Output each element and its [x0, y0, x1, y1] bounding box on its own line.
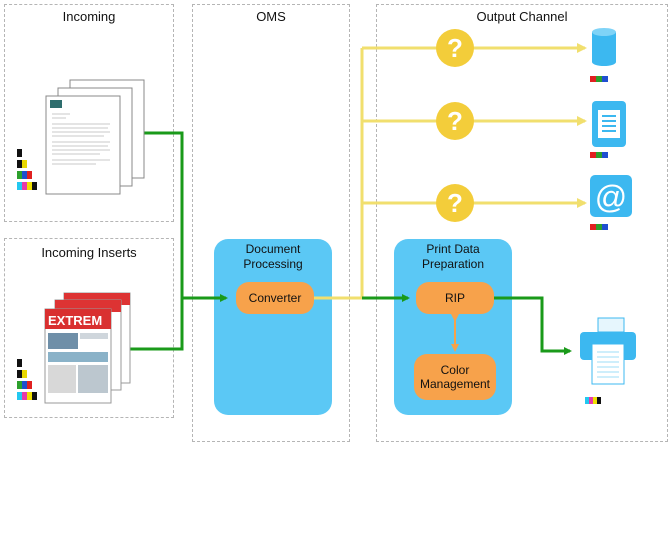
color-swatch-icon	[17, 149, 37, 190]
printer-icon	[580, 317, 636, 404]
email-at-icon: @	[590, 175, 632, 230]
document-processing-box: Document Processing	[214, 239, 332, 415]
print-data-preparation-title: Print Data Preparation	[394, 242, 512, 272]
rip-node[interactable]: RIP	[416, 282, 494, 314]
incoming-title: Incoming	[62, 9, 116, 24]
color-swatch-icon	[17, 359, 37, 400]
color-management-label: Color Management	[419, 363, 491, 391]
oms-panel: OMS	[192, 4, 350, 442]
document-processing-title: Document Processing	[214, 242, 332, 272]
rip-label: RIP	[444, 291, 465, 305]
print-data-preparation-label: Print Data Preparation	[421, 242, 485, 271]
document-processing-label: Document Processing	[243, 242, 303, 271]
oms-title: OMS	[256, 9, 286, 24]
incoming-inserts-title: Incoming Inserts	[41, 245, 137, 260]
yellow-output-lines	[300, 43, 587, 300]
green-line-inserts	[118, 298, 184, 351]
green-line-incoming	[132, 131, 228, 302]
tablet-icon	[590, 101, 626, 158]
database-icon	[590, 28, 616, 82]
converter-node[interactable]: Converter	[236, 282, 314, 314]
output-channel-title: Output Channel	[476, 9, 568, 24]
question-mark-1: ?	[447, 33, 463, 63]
newsletter-stack-icon: EXTREM	[44, 292, 131, 404]
question-badge-3: ?	[436, 184, 474, 222]
document-stack-icon	[45, 79, 145, 195]
incoming-inserts-panel: Incoming Inserts	[4, 238, 174, 418]
color-management-node[interactable]: Color Management	[414, 354, 496, 400]
question-badge-1: ?	[436, 29, 474, 67]
question-mark-3: ?	[447, 188, 463, 218]
green-line-rip-to-printer	[490, 296, 572, 355]
question-mark-2: ?	[447, 106, 463, 136]
svg-text:@: @	[595, 179, 627, 215]
green-flow-lines	[118, 131, 572, 355]
output-channel-panel: Output Channel	[376, 4, 668, 442]
converter-label: Converter	[248, 291, 302, 305]
incoming-panel: Incoming	[4, 4, 174, 222]
question-badge-2: ?	[436, 102, 474, 140]
insert-headline: EXTREM	[48, 313, 102, 328]
